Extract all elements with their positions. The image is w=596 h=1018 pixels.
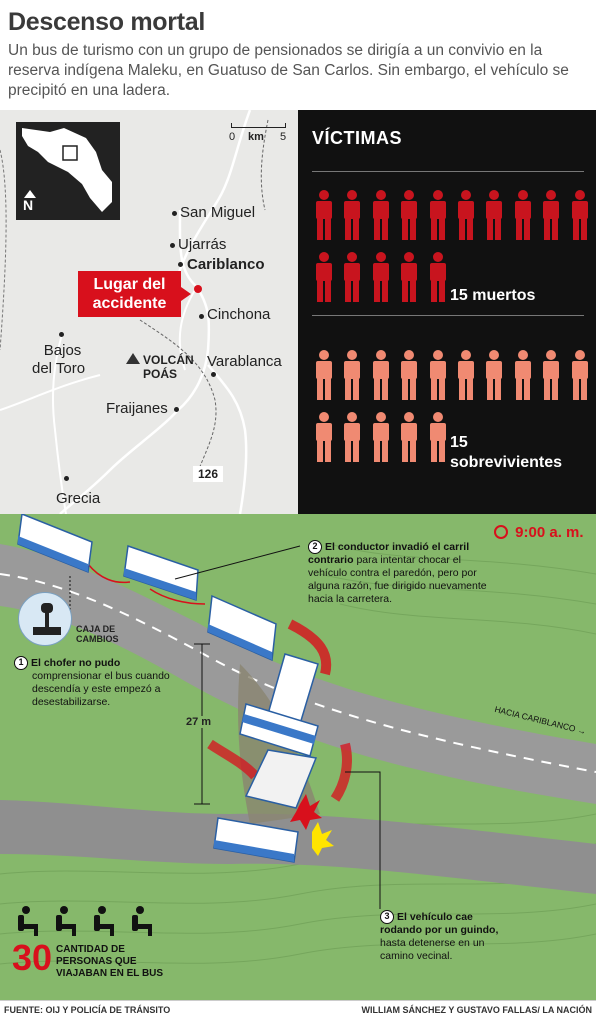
- seated-passengers-icons: [12, 904, 158, 938]
- route-126-badge: 126: [193, 466, 223, 482]
- dot-cinchona: [199, 314, 204, 319]
- bus-rolling-3: [244, 749, 318, 809]
- header: Descenso mortal Un bus de turismo con un…: [0, 0, 596, 108]
- dead-person-icon: [314, 252, 334, 302]
- bus-crashed: [213, 817, 299, 863]
- crash-burst-small-icon: [312, 822, 334, 856]
- label-volcan-poas: VOLCÁN POÁS: [143, 353, 194, 381]
- dead-person-icon: [371, 190, 391, 240]
- inset-map: N: [16, 122, 120, 220]
- step-1-number: 1: [14, 656, 28, 670]
- dead-person-icon: [399, 190, 419, 240]
- gearbox-label: CAJA DE CAMBIOS: [76, 624, 119, 644]
- victims-panel: VÍCTIMAS 15 muertos 15 sobrevivientes: [298, 110, 596, 514]
- time-badge: 9:00 a. m.: [494, 524, 584, 541]
- scale-bar: 0 km 5: [229, 123, 286, 147]
- dot-grecia: [64, 476, 69, 481]
- dot-san-miguel: [172, 211, 177, 216]
- survivor-person-icon: [570, 350, 590, 400]
- step-3-number: 3: [380, 910, 394, 924]
- page-title: Descenso mortal: [8, 8, 205, 36]
- dead-person-icon: [456, 190, 476, 240]
- footer: FUENTE: OIJ Y POLICÍA DE TRÁNSITO WILLIA…: [0, 1000, 596, 1018]
- bus-3: [207, 594, 277, 662]
- dot-fraijanes: [174, 407, 179, 412]
- survivor-person-icon: [541, 350, 561, 400]
- survivor-person-icon: [484, 350, 504, 400]
- dead-count-label: 15 muertos: [450, 287, 536, 304]
- survivor-person-icon: [371, 350, 391, 400]
- clock-icon: [494, 525, 508, 539]
- survivor-person-icon: [428, 350, 448, 400]
- survivor-person-icon: [399, 350, 419, 400]
- label-cariblanco: Cariblanco: [187, 256, 265, 273]
- passengers-number: 30: [12, 937, 53, 978]
- survivor-person-icon: [456, 350, 476, 400]
- survivor-count-label: 15 sobrevivientes: [450, 434, 563, 471]
- dead-person-icon: [342, 252, 362, 302]
- source-credit: FUENTE: OIJ Y POLICÍA DE TRÁNSITO: [4, 1005, 171, 1015]
- bus-1: [17, 514, 93, 574]
- dead-person-icon: [399, 252, 419, 302]
- label-cinchona: Cinchona: [207, 306, 271, 323]
- dead-person-icon: [541, 190, 561, 240]
- height-label: 27 m: [186, 716, 212, 728]
- dead-person-icon: [342, 190, 362, 240]
- dead-person-icon: [371, 252, 391, 302]
- survivor-person-icon: [314, 350, 334, 400]
- costa-rica-silhouette: [22, 128, 112, 212]
- bus-2: [123, 544, 199, 602]
- label-grecia: Grecia: [56, 490, 101, 507]
- dead-person-icon: [484, 190, 504, 240]
- victims-title: VÍCTIMAS: [312, 128, 403, 148]
- author-credit: WILLIAM SÁNCHEZ Y GUSTAVO FALLAS/ LA NAC…: [361, 1005, 593, 1015]
- survivor-person-icon: [399, 412, 419, 462]
- survivor-person-icon: [428, 412, 448, 462]
- scene-drawing: [0, 514, 596, 965]
- dead-person-icon: [428, 190, 448, 240]
- dead-person-icon: [513, 190, 533, 240]
- passenger-seat-icon: [18, 906, 152, 936]
- survivor-person-icon: [513, 350, 533, 400]
- north-arrow: N: [22, 190, 38, 216]
- divider-middle: [312, 315, 584, 316]
- step-2-number: 2: [308, 540, 322, 554]
- crash-burst-icon: [290, 794, 322, 830]
- locator-map: N 0 km 5 San Miguel Ujarrás Cariblanco L…: [0, 110, 298, 514]
- label-san-miguel: San Miguel: [180, 204, 256, 221]
- survivor-person-icon: [342, 412, 362, 462]
- north-label: N: [23, 197, 34, 213]
- gearbox-icon: [18, 592, 72, 646]
- map-lines: [0, 110, 269, 514]
- dead-person-icon: [314, 190, 334, 240]
- dot-bajos-del-toro: [59, 332, 64, 337]
- passengers-caption: CANTIDAD DE PERSONAS QUE VIAJABAN EN EL …: [56, 944, 164, 979]
- accident-callout: Lugar del accidente: [78, 271, 191, 317]
- dot-varablanca: [211, 372, 216, 377]
- divider-top: [312, 171, 584, 172]
- dead-person-icon: [570, 190, 590, 240]
- dot-ujarras: [170, 243, 175, 248]
- label-ujarras: Ujarrás: [178, 236, 227, 253]
- survivor-person-icon: [371, 412, 391, 462]
- page-subtitle: Un bus de turismo con un grupo de pensio…: [8, 42, 569, 99]
- dead-person-icon: [428, 252, 448, 302]
- label-varablanca: Varablanca: [207, 353, 282, 370]
- label-bajos-del-toro: Bajos del Toro: [32, 342, 86, 377]
- survivor-person-icon: [314, 412, 334, 462]
- survivor-person-icon: [342, 350, 362, 400]
- volcano-icon: [126, 353, 140, 364]
- dot-cariblanco: [178, 262, 183, 267]
- label-fraijanes: Fraijanes: [106, 400, 168, 417]
- bus-rolling-2: [239, 703, 319, 757]
- accident-marker: [194, 285, 202, 293]
